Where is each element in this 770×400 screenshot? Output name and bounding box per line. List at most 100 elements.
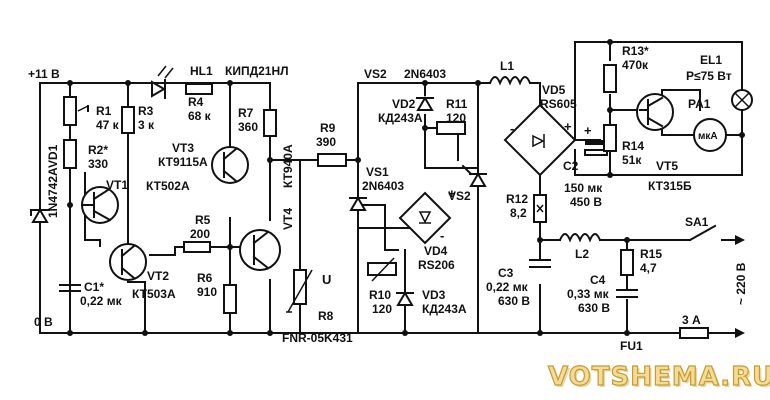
vd4-plus: + — [448, 186, 456, 201]
el1-value: P≤75 Вт — [686, 69, 732, 83]
r14-ref: R14 — [622, 139, 644, 153]
vd4-minus: - — [440, 228, 444, 243]
c2-value2: 450 В — [570, 195, 602, 209]
pa1-ref: PA1 — [688, 97, 711, 111]
r6-ref: R6 — [197, 271, 213, 285]
junctions-left — [67, 80, 273, 336]
r3-value: 3 к — [138, 118, 155, 132]
vt3-transistor — [211, 146, 249, 184]
r15-ref: R15 — [640, 247, 662, 261]
r1-value: 47 к — [96, 118, 120, 132]
fu1-value: 3 А — [682, 313, 701, 327]
c4-capacitor — [616, 289, 638, 298]
r2-ref: R2* — [88, 143, 108, 157]
wires-left — [39, 82, 361, 334]
r3-resistor — [121, 106, 135, 134]
vt4-ref: VT4 — [281, 208, 295, 230]
hl1-ref: HL1 — [190, 64, 213, 78]
vs2-value: 2N6403 — [404, 67, 446, 81]
c4-value1: 0,33 мк — [567, 287, 610, 301]
r11-ref: R11 — [446, 97, 468, 111]
c1-capacitor — [59, 284, 81, 292]
vd3-diode — [396, 291, 414, 306]
vs2-thyristor — [461, 164, 487, 187]
r8-varistor — [286, 269, 313, 313]
r10-resistor — [367, 257, 397, 282]
vs1-thyristor — [349, 196, 367, 211]
vd5-minus: - — [510, 121, 514, 136]
c2-ref: C2 — [563, 159, 579, 173]
r7-value: 360 — [238, 120, 258, 134]
c2-value1: 150 мк — [564, 181, 603, 195]
r15-value: 4,7 — [640, 261, 657, 275]
r2-value: 330 — [88, 157, 108, 171]
vd5-value: RS605 — [540, 97, 577, 111]
r11-resistor — [436, 121, 466, 135]
vt4-value: КТ940А — [281, 144, 295, 188]
c3-value2: 630 В — [498, 294, 530, 308]
vt1-ref: VT1 — [106, 178, 128, 192]
vd5-ref: VD5 — [542, 83, 566, 97]
r8-ref: R8 — [318, 309, 334, 323]
c4-value2: 630 В — [578, 301, 610, 315]
r13-ref: R13* — [622, 44, 649, 58]
r14-value: 51к — [622, 153, 642, 167]
r9-value: 390 — [316, 135, 336, 149]
r8-value: FNR-05K431 — [282, 331, 353, 345]
el1-lamp — [731, 89, 753, 111]
r13-value: 470к — [622, 58, 649, 72]
vt2-ref: VT2 — [147, 269, 169, 283]
c2-plus: + — [584, 123, 592, 138]
l1-ref: L1 — [500, 59, 514, 73]
vd2-value: КД243А — [378, 111, 423, 125]
vd1-value: 1N4742A — [46, 167, 60, 218]
vt3-value: КТ9115А — [158, 155, 208, 169]
r14-resistor — [603, 124, 617, 152]
vd2-diode — [416, 96, 434, 111]
c1-ref: C1* — [84, 280, 104, 294]
l2-inductor — [558, 233, 602, 243]
vd3-ref: VD3 — [422, 288, 446, 302]
hl1-value: КИПД21НЛ — [225, 64, 289, 78]
r10-ref: R10 — [369, 288, 391, 302]
vs2-ref-top: VS2 — [364, 67, 387, 81]
fu1-fuse — [679, 327, 745, 339]
r4-ref: R4 — [188, 95, 204, 109]
r9-resistor — [317, 153, 347, 167]
r6-resistor — [223, 284, 237, 314]
c3-value1: 0,22 мк — [486, 280, 529, 294]
vt4-transistor — [239, 229, 281, 271]
vt2-value: КТ503А — [132, 287, 176, 301]
vd5-bridge-rectifier — [503, 103, 577, 177]
sa1-switch — [688, 224, 745, 245]
vt1-value: КТ502А — [146, 179, 190, 193]
vs1-ref: VS1 — [366, 165, 389, 179]
vd5-plus: + — [564, 119, 572, 134]
r13-resistor — [603, 64, 617, 93]
pa1-unit: мкА — [698, 131, 718, 142]
r15-resistor — [620, 249, 634, 276]
vd2-ref: VD2 — [392, 97, 416, 111]
vd4-bridge-rectifier — [398, 191, 452, 245]
l1-inductor — [488, 76, 532, 86]
r12-resistor — [533, 194, 547, 223]
c2-capacitor — [584, 140, 608, 156]
site-watermark: VOTSHEMA.RU — [547, 361, 770, 392]
el1-ref: EL1 — [700, 53, 722, 67]
r1-trim-resistor — [63, 96, 89, 126]
supply-zero-label: 0 В — [34, 315, 53, 329]
supply-plus-label: +11 В — [28, 67, 60, 81]
r5-value: 200 — [190, 227, 210, 241]
vt5-value: КТ315Б — [648, 179, 692, 193]
r4-resistor — [185, 83, 213, 95]
vd1-label: VD1 — [46, 144, 60, 168]
fu1-ref: FU1 — [620, 339, 643, 353]
r6-value: 910 — [197, 285, 217, 299]
r1-ref: R1 — [96, 104, 112, 118]
r9-ref: R9 — [320, 121, 336, 135]
c1-value: 0,22 мк — [80, 294, 123, 308]
r12-ref: R12 — [506, 192, 528, 206]
r10-value: 120 — [372, 302, 392, 316]
vs1-value: 2N6403 — [362, 179, 404, 193]
